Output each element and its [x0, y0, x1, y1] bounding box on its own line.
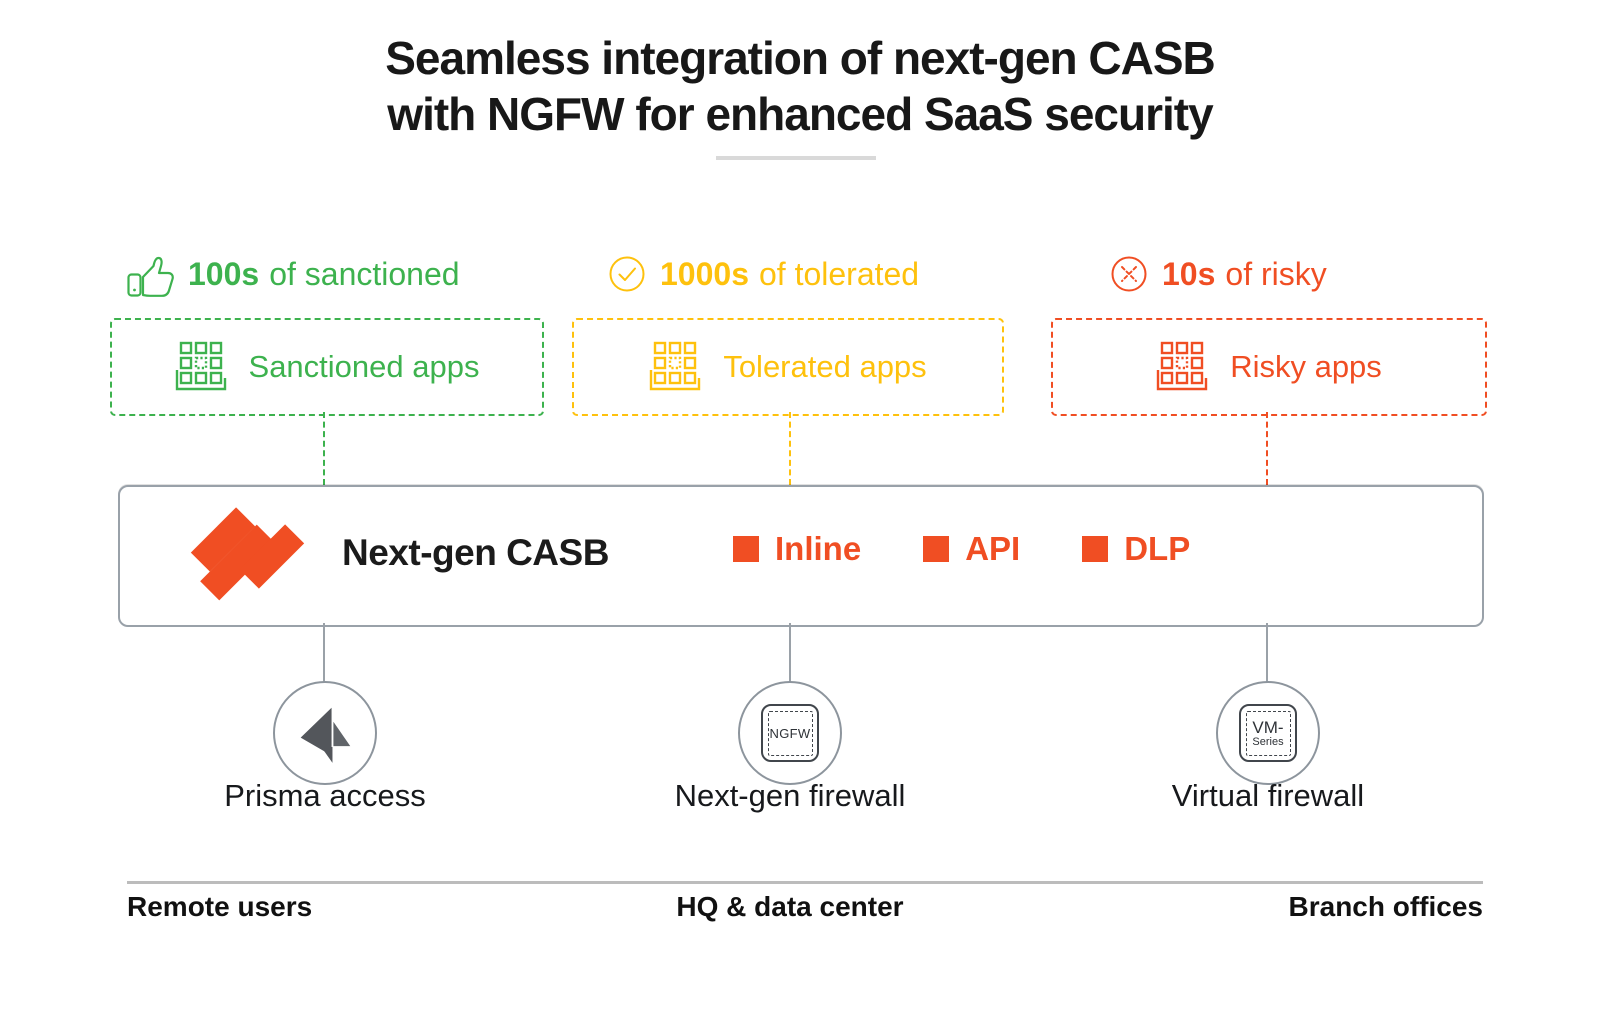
- feature-label: Inline: [775, 530, 862, 567]
- circle-x-icon: [1110, 255, 1148, 293]
- palo-alto-networks-logo-icon: [186, 502, 308, 601]
- connector-sanctioned-to-casb: [323, 412, 325, 485]
- page-title-line1: Seamless integration of next-gen CASB: [385, 32, 1216, 84]
- feature-label: API: [965, 530, 1021, 567]
- category-header-sanctioned: 100s of sanctioned: [126, 250, 460, 298]
- category-rest: of sanctioned: [269, 255, 460, 292]
- next-gen-firewall-node: NGFW: [738, 681, 842, 785]
- prisma-access-label: Prisma access: [224, 778, 426, 813]
- tolerated-apps-label: Tolerated apps: [723, 349, 927, 384]
- ngfw-badge-inner: NGFW: [767, 710, 813, 756]
- prisma-access-icon: [296, 700, 354, 766]
- vm-badge-line2: Series: [1252, 735, 1284, 748]
- category-rest: of risky: [1225, 255, 1327, 292]
- footer-label-hq-data-center: HQ & data center: [676, 891, 904, 922]
- connector-casb-to-prisma: [323, 623, 325, 683]
- square-bullet-icon: [1082, 536, 1109, 562]
- casb-title: Next-gen CASB: [342, 532, 609, 573]
- category-rest: of tolerated: [758, 255, 920, 292]
- next-gen-firewall-label: Next-gen firewall: [674, 778, 906, 813]
- apps-grid-icon: [1156, 340, 1208, 394]
- ngfw-badge-icon: NGFW: [761, 704, 819, 762]
- category-header-risky: 10s of risky: [1110, 250, 1327, 298]
- category-header-tolerated: 1000s of tolerated: [608, 250, 919, 298]
- footer-label-remote-users: Remote users: [127, 891, 313, 922]
- category-count: 1000s: [660, 255, 749, 292]
- sanctioned-apps-label: Sanctioned apps: [248, 349, 480, 384]
- square-bullet-icon: [733, 536, 759, 562]
- footer-label-branch-offices: Branch offices: [1288, 891, 1484, 922]
- category-text: 100s of sanctioned: [188, 256, 460, 293]
- page-title-line2: with NGFW for enhanced SaaS security: [387, 88, 1213, 141]
- virtual-firewall-node: VM- Series: [1216, 681, 1320, 785]
- category-count: 10s: [1162, 255, 1216, 292]
- square-bullet-icon: [923, 536, 950, 562]
- apps-grid-icon: [175, 340, 227, 394]
- feature-api: API: [923, 530, 1020, 568]
- feature-label: DLP: [1124, 530, 1191, 567]
- prisma-access-node: [273, 681, 377, 785]
- sanctioned-apps-box: Sanctioned apps: [110, 318, 544, 416]
- thumbs-up-icon: [126, 251, 174, 297]
- next-gen-casb-box: [118, 485, 1484, 627]
- connector-tolerated-to-casb: [789, 412, 791, 485]
- risky-apps-box: Risky apps: [1051, 318, 1487, 416]
- casb-features: Inline API DLP: [733, 530, 1190, 568]
- risky-apps-label: Risky apps: [1230, 349, 1382, 384]
- circle-check-icon: [608, 255, 646, 293]
- feature-inline: Inline: [733, 530, 861, 568]
- connector-casb-to-ngfw: [789, 623, 791, 683]
- feature-dlp: DLP: [1082, 530, 1190, 568]
- connector-casb-to-vm: [1266, 623, 1268, 683]
- title-divider: [716, 156, 876, 160]
- category-text: 10s of risky: [1162, 256, 1327, 293]
- apps-grid-icon: [649, 340, 701, 394]
- connector-risky-to-casb: [1266, 412, 1268, 485]
- category-text: 1000s of tolerated: [660, 256, 919, 293]
- tolerated-apps-box: Tolerated apps: [572, 318, 1004, 416]
- page-title: Seamless integration of next-gen CASB wi…: [0, 30, 1600, 142]
- vm-series-badge-icon: VM- Series: [1239, 704, 1297, 762]
- category-count: 100s: [188, 255, 260, 292]
- virtual-firewall-label: Virtual firewall: [1171, 778, 1365, 813]
- vm-series-badge-inner: VM- Series: [1245, 710, 1291, 756]
- footer-divider: [127, 881, 1483, 884]
- vm-badge-line1: VM-: [1252, 717, 1284, 737]
- ngfw-badge-text: NGFW: [769, 725, 811, 741]
